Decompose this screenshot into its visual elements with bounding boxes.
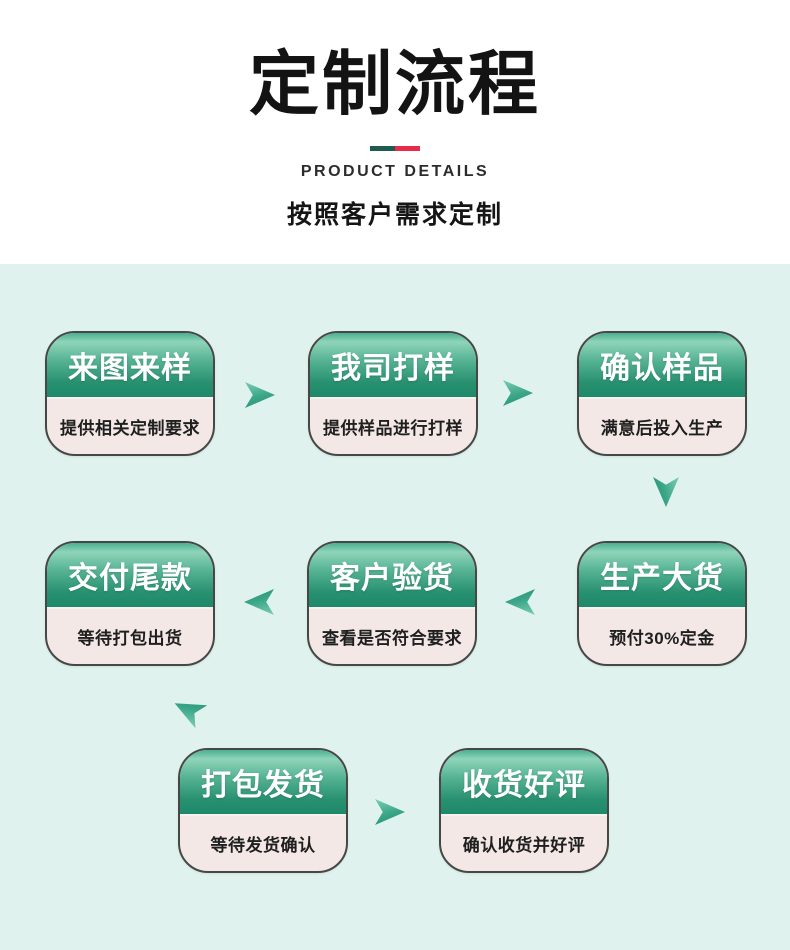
arrow-right-icon [245, 382, 275, 408]
flow-step-5-title: 客户验货 [309, 543, 475, 609]
flow-step-3-card: 确认样品 满意后投入生产 [577, 331, 747, 456]
subtitle-chinese: 按照客户需求定制 [286, 200, 503, 229]
flow-diagram: 来图来样 提供相关定制要求 我司打样 提供样品进行打样 确认样品 满意后投入生产… [0, 264, 790, 950]
flow-step-5-desc: 查看是否符合要求 [322, 629, 462, 648]
flow-step-4-card: 生产大货 预付30%定金 [577, 541, 747, 666]
arrow-right-icon [375, 799, 405, 825]
flow-step-8-desc: 确认收货并好评 [462, 836, 586, 855]
flow-step-1-title: 来图来样 [47, 333, 213, 399]
divider-red-segment [395, 145, 420, 151]
flow-step-7-title: 打包发货 [180, 750, 346, 816]
flow-step-8-title: 收货好评 [441, 750, 607, 816]
flow-step-5-card: 客户验货 查看是否符合要求 [307, 541, 477, 666]
flow-step-4-title: 生产大货 [579, 543, 745, 609]
flow-step-3-desc: 满意后投入生产 [600, 419, 724, 438]
flow-step-6-title: 交付尾款 [47, 543, 213, 609]
flow-step-6-card: 交付尾款 等待打包出货 [45, 541, 215, 666]
arrow-down-icon [653, 477, 679, 507]
arrow-right-icon [503, 380, 533, 406]
divider-green-segment [370, 145, 395, 151]
flow-step-2-title: 我司打样 [310, 333, 476, 399]
flow-step-6-desc: 等待打包出货 [77, 629, 183, 648]
flow-step-7-desc: 等待发货确认 [210, 836, 316, 855]
flow-step-2-card: 我司打样 提供样品进行打样 [308, 331, 478, 456]
subtitle-english: PRODUCT DETAILS [300, 162, 490, 180]
divider-bar [370, 145, 420, 151]
flow-step-8-card: 收货好评 确认收货并好评 [439, 748, 609, 873]
flow-step-2-desc: 提供样品进行打样 [323, 419, 463, 438]
arrow-down-left-icon [169, 692, 208, 729]
page-title: 定制流程 [249, 45, 541, 123]
flow-step-7-card: 打包发货 等待发货确认 [178, 748, 348, 873]
arrow-left-icon [244, 589, 274, 615]
header-section: 定制流程 PRODUCT DETAILS 按照客户需求定制 [0, 0, 790, 264]
flow-step-3-title: 确认样品 [579, 333, 745, 399]
flow-step-4-desc: 预付30%定金 [609, 629, 715, 648]
flow-step-1-card: 来图来样 提供相关定制要求 [45, 331, 215, 456]
flow-step-1-desc: 提供相关定制要求 [60, 419, 200, 438]
arrow-left-icon [505, 589, 535, 615]
